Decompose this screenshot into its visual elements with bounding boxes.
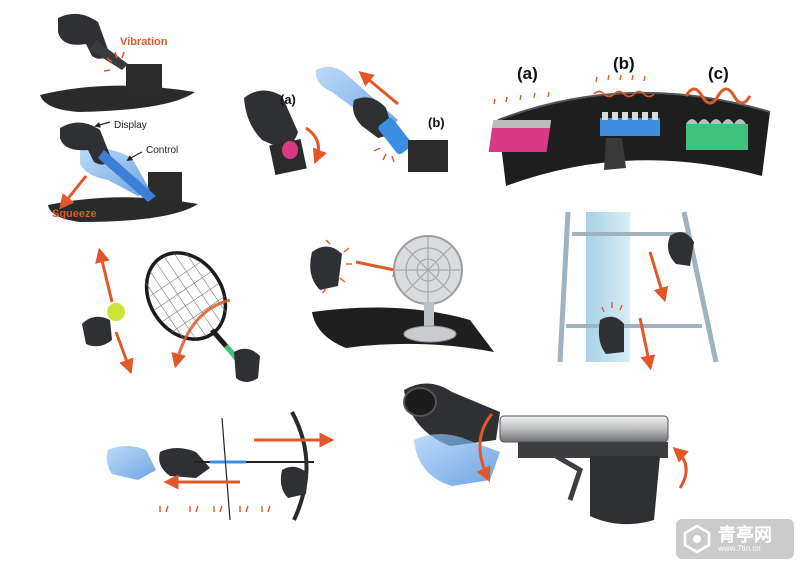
vibration-block xyxy=(126,64,162,94)
gun-slide xyxy=(499,415,669,443)
table-surface-top xyxy=(40,85,195,112)
up-arrow xyxy=(95,247,114,303)
swing-arrow xyxy=(171,298,231,369)
bow-string xyxy=(221,417,231,521)
watermark-text: 青亭网 xyxy=(718,524,772,545)
texture-a-label: (a) xyxy=(517,64,538,83)
controller-bottom xyxy=(60,122,112,165)
squeeze-arrow xyxy=(59,175,88,210)
squeeze-label: Squeeze xyxy=(52,208,97,220)
display-label: Display xyxy=(114,120,147,131)
blue-bumps xyxy=(602,112,658,120)
texture-b-marks xyxy=(595,74,646,83)
watermark-logo-icon xyxy=(683,524,711,554)
texture-blue xyxy=(600,118,660,136)
ghost-hand-bow xyxy=(106,446,156,480)
texture-a-marks xyxy=(493,91,550,105)
virtual-stick xyxy=(98,150,156,202)
fan-grille xyxy=(394,236,462,304)
texture-b-label: (b) xyxy=(613,54,635,73)
fan-panel xyxy=(310,235,494,352)
controller-ring xyxy=(403,387,437,417)
watermark-url: www.7tin.cn xyxy=(718,543,761,553)
texture-c-label: (c) xyxy=(708,64,729,83)
control-label: Control xyxy=(146,145,179,156)
watermark-badge: 青亭网 www.7tin.cn xyxy=(676,519,794,559)
grab-panel xyxy=(244,66,448,175)
racket-head xyxy=(144,251,228,341)
hand-bow-right xyxy=(280,466,308,498)
blue-handle xyxy=(378,117,412,155)
rotate-arrow-a xyxy=(305,126,327,165)
vibration-squeeze-panel xyxy=(40,13,198,222)
texture-c-wave xyxy=(684,87,752,105)
display-pointer xyxy=(94,121,111,128)
texture-pink xyxy=(488,126,551,152)
ladder-down-arrow-left xyxy=(638,317,656,371)
gun-rotate-arrow-right xyxy=(672,447,689,489)
ladder-marks xyxy=(601,302,623,313)
hand-bow-left xyxy=(159,448,210,478)
gun-grip xyxy=(590,456,660,525)
grab-b-label: (b) xyxy=(428,115,445,130)
ladder-down-arrow-right xyxy=(648,251,669,303)
finger-controller xyxy=(604,138,626,170)
gun-panel xyxy=(403,383,689,525)
curved-surface xyxy=(498,92,770,186)
bow-limb xyxy=(290,411,309,521)
surface-rim xyxy=(497,91,771,121)
controller-pointer-top xyxy=(90,40,128,70)
pink-knob xyxy=(282,141,298,159)
texture-green xyxy=(686,124,748,150)
tennis-ball xyxy=(107,303,125,321)
grab-a-label: (a) xyxy=(280,92,296,107)
hand-racket xyxy=(234,348,260,382)
hand-ladder-bottom xyxy=(598,316,624,354)
vibration-label: Vibration xyxy=(120,36,168,48)
texture-b-wave xyxy=(593,90,655,98)
controller-a xyxy=(244,90,298,148)
down-arrow xyxy=(114,331,134,375)
texture-panel xyxy=(488,74,771,186)
gun-rotate-arrow-left xyxy=(476,413,494,483)
hand-ball xyxy=(82,316,112,347)
hand-fan xyxy=(310,246,342,290)
wind-marks xyxy=(322,239,352,294)
grab-vibration-marks xyxy=(373,147,395,163)
table-surface-bottom xyxy=(48,197,198,222)
hand-ladder-top xyxy=(668,232,694,266)
racket-panel xyxy=(82,247,260,382)
pull-arrow xyxy=(358,71,399,106)
control-pointer xyxy=(126,151,143,161)
bow-marks xyxy=(159,505,271,513)
fan-neck xyxy=(424,302,434,326)
block-b xyxy=(408,140,448,172)
bow-panel xyxy=(106,411,335,521)
ladder-panel xyxy=(557,211,719,371)
fan-table xyxy=(312,307,494,352)
fan-base xyxy=(403,325,457,343)
vibration-marks xyxy=(103,51,125,72)
